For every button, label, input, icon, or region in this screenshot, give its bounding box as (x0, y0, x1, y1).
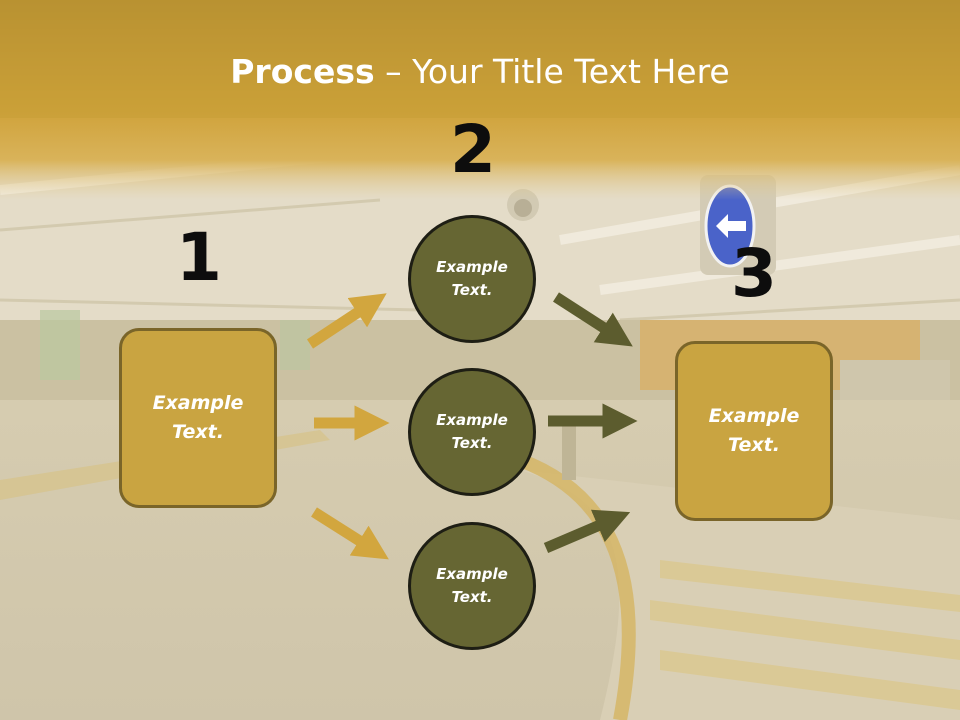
step-1-text: Example Text. (152, 392, 244, 443)
step-2-circle-top[interactable]: Example Text. (408, 215, 536, 343)
circle-text: Example Text. (436, 565, 508, 606)
step-1-box[interactable]: Example Text. (119, 328, 277, 508)
step-2-circle-middle[interactable]: Example Text. (408, 368, 536, 496)
slide-title: Process – Your Title Text Here (0, 52, 960, 91)
arrow-right-icon (543, 509, 631, 554)
title-bold: Process (230, 52, 375, 91)
title-rest: – Your Title Text Here (374, 52, 730, 91)
step-number-2: 2 (450, 111, 496, 188)
step-3-box[interactable]: Example Text. (675, 341, 833, 521)
step-number-3: 3 (731, 235, 777, 312)
step-number-1: 1 (176, 219, 222, 296)
circle-text: Example Text. (436, 411, 508, 452)
circle-text: Example Text. (436, 258, 508, 299)
step-2-circle-bottom[interactable]: Example Text. (408, 522, 536, 650)
arrow-right-icon (553, 292, 633, 347)
arrow-right-icon (311, 507, 389, 560)
step-3-text: Example Text. (708, 405, 800, 456)
arrow-right-icon (306, 293, 387, 349)
